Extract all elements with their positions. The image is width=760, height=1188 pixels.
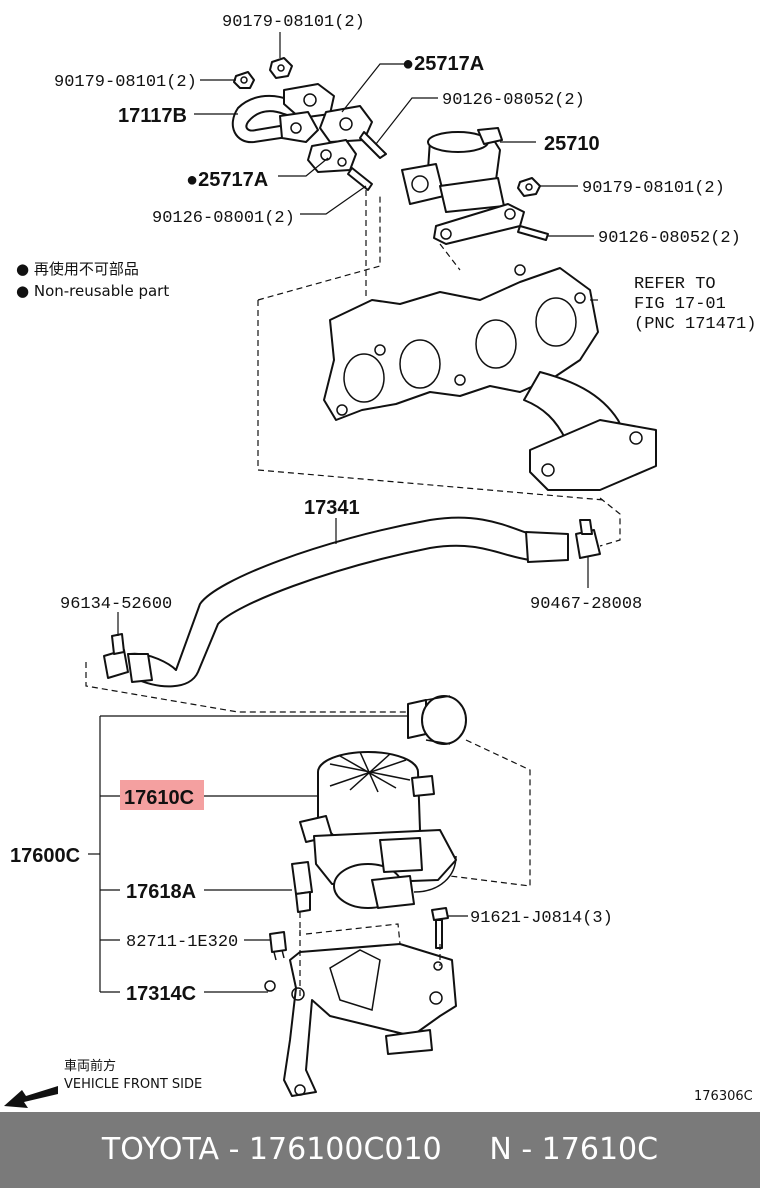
- callout-gasket-left: ●25717A: [186, 169, 268, 191]
- leader-lines: [88, 32, 598, 993]
- figure-code: 176306C: [694, 1089, 753, 1104]
- callout-hose-top: 17117B: [118, 105, 187, 127]
- pump-bracket: [264, 943, 457, 1097]
- callout-valve: 25710: [544, 133, 600, 155]
- callout-hose: 17341: [304, 497, 360, 519]
- vehicle-front-arrow-icon: [4, 1086, 58, 1108]
- air-filter-cap: [407, 695, 467, 745]
- callout-pump-assembly: 17600C: [10, 845, 80, 867]
- pump-wire-connector: [269, 931, 287, 961]
- callout-stud-right: 90126-08052(2): [598, 229, 741, 248]
- air-switching-valve: [401, 127, 549, 245]
- callout-connector: 82711-1E320: [126, 933, 238, 952]
- callout-nut-right: 90179-08101(2): [582, 179, 725, 198]
- callout-filter: 17618A: [126, 881, 196, 903]
- hose-clamp-right: [575, 519, 601, 559]
- assembly-guide-lines: [85, 190, 621, 1000]
- callout-bracket: 17314C: [126, 983, 196, 1005]
- direction-en: VEHICLE FRONT SIDE: [64, 1077, 202, 1092]
- direction-jp: 車両前方: [64, 1058, 116, 1074]
- callout-bolt-bracket: 91621-J0814(3): [470, 909, 613, 928]
- exhaust-manifold: [323, 264, 657, 491]
- footer-bar: TOYOTA - 176100C010 N - 17610C: [0, 1112, 760, 1188]
- callout-nut-left: 90179-08101(2): [54, 73, 197, 92]
- refer-line-3: (PNC 171471): [634, 315, 756, 334]
- pump-filter-element: [291, 861, 313, 913]
- callout-bolt-top: 90179-08101(2): [222, 13, 365, 32]
- callout-stud-left: 90126-08001(2): [152, 209, 295, 228]
- air-injection-pipe-bracket: [231, 57, 387, 191]
- air-hose: [127, 516, 569, 688]
- callout-stud-top-right: 90126-08052(2): [442, 91, 585, 110]
- highlight-box: [120, 780, 204, 810]
- callout-gasket-top-right: ●25717A: [402, 53, 484, 75]
- refer-line-2: FIG 17-01: [634, 295, 726, 314]
- callout-clamp-left: 96134-52600: [60, 595, 172, 614]
- callout-clamp-right: 90467-28008: [530, 595, 642, 614]
- footer-part-number: TOYOTA - 176100C010 N - 17610C: [101, 1132, 659, 1167]
- air-pump: [299, 751, 457, 909]
- legend-en: ● Non-reusable part: [16, 282, 169, 300]
- legend-jp: ● 再使用不可部品: [16, 260, 139, 278]
- pump-bolt: [431, 907, 449, 949]
- hose-clamp-left: [103, 633, 129, 679]
- refer-line-1: REFER TO: [634, 275, 716, 294]
- callout-pump: 17610C: [124, 787, 194, 809]
